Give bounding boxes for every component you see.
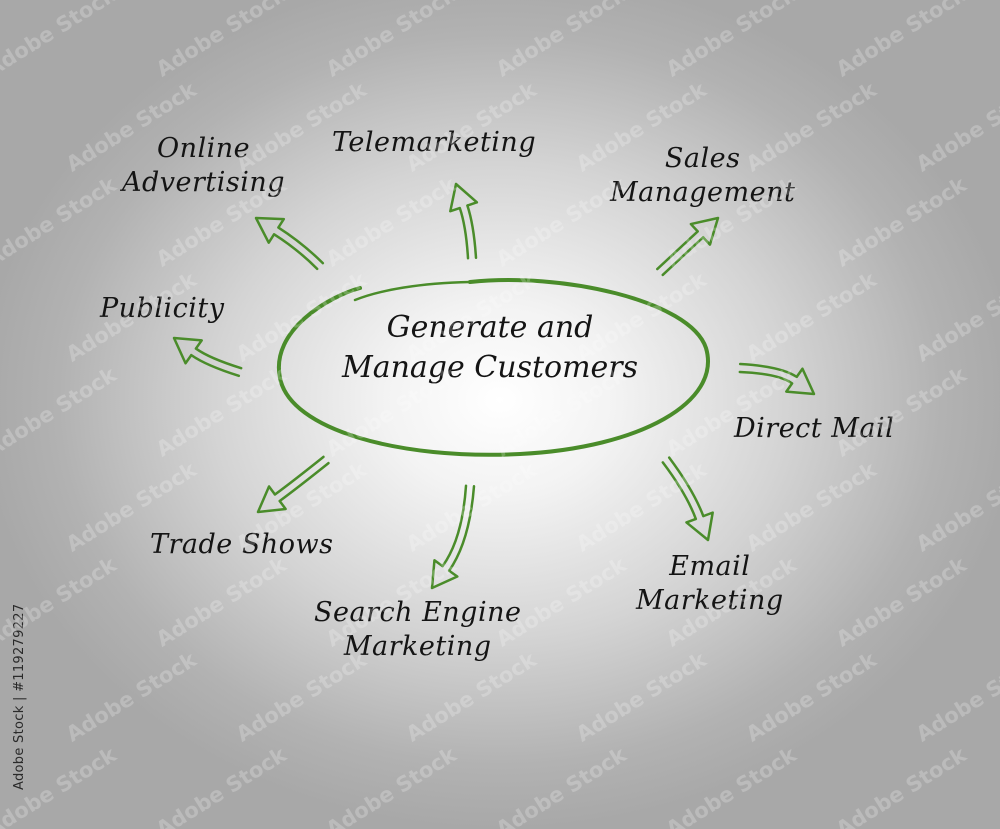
- arrow-sales-management-head: [689, 216, 720, 246]
- center-ellipse: [276, 278, 710, 457]
- arrow-email-marketing-shaft-1: [661, 461, 698, 521]
- node-publicity: Publicity: [100, 292, 224, 326]
- stock-id-stamp: Adobe Stock | #119279227: [12, 603, 27, 790]
- arrow-search-engine-marketing-head: [430, 559, 459, 590]
- node-direct-mail-line-1: Direct Mail: [734, 413, 895, 444]
- center-title-line-2: Manage Customers: [341, 350, 639, 385]
- arrow-trade-shows-head: [256, 485, 287, 514]
- arrow-trade-shows-shaft-2: [278, 461, 330, 503]
- center-title-line-1: Generate and: [386, 310, 594, 345]
- node-email-marketing: Email Marketing: [636, 550, 784, 618]
- node-telemarketing: Telemarketing: [332, 126, 536, 160]
- arrow-search-engine-marketing-shaft-2: [447, 485, 476, 572]
- node-direct-mail: Direct Mail: [734, 412, 894, 446]
- node-trade-shows-line-1: Trade Shows: [150, 529, 334, 560]
- arrow-online-advertising-shaft-1: [277, 226, 325, 265]
- node-trade-shows: Trade Shows: [150, 528, 333, 562]
- arrow-telemarketing-head: [449, 182, 479, 213]
- node-telemarketing-line-1: Telemarketing: [332, 127, 537, 158]
- node-search-engine-marketing-line-2: Marketing: [343, 631, 492, 662]
- arrow-publicity-shaft-2: [190, 353, 241, 378]
- arrow-email-marketing-shaft-2: [667, 456, 705, 518]
- arrow-trade-shows-shaft-1: [273, 455, 325, 496]
- node-online-advertising-line-2: Advertising: [122, 167, 286, 198]
- arrows-group: [172, 182, 816, 590]
- node-search-engine-marketing: Search Engine Marketing: [314, 596, 521, 664]
- arrow-telemarketing-shaft-2: [458, 206, 470, 260]
- arrow-online-advertising-head: [254, 216, 286, 244]
- center-title: Generate and Manage Customers: [270, 308, 710, 388]
- node-sales-management-line-2: Management: [610, 177, 796, 208]
- node-online-advertising-line-1: Online: [156, 133, 251, 164]
- arrow-direct-mail-shaft-1: [738, 370, 794, 385]
- arrow-direct-mail-shaft-2: [738, 362, 798, 379]
- node-online-advertising: Online Advertising: [122, 132, 285, 200]
- node-sales-management-line-1: Sales: [664, 143, 741, 174]
- center-ellipse-tail: [353, 280, 472, 302]
- node-email-marketing-line-2: Marketing: [636, 585, 784, 616]
- node-search-engine-marketing-line-1: Search Engine: [314, 597, 522, 628]
- arrow-search-engine-marketing-shaft-1: [441, 484, 468, 568]
- arrow-sales-management-shaft-1: [661, 236, 705, 277]
- arrow-email-marketing-head: [685, 511, 714, 542]
- node-sales-management: Sales Management: [610, 142, 795, 210]
- arrow-telemarketing-shaft-1: [466, 204, 478, 259]
- arrow-direct-mail-head: [785, 367, 816, 396]
- node-publicity-line-1: Publicity: [100, 293, 225, 324]
- arrow-publicity-shaft-1: [194, 347, 243, 370]
- node-email-marketing-line-1: Email: [669, 551, 751, 582]
- arrow-publicity-head: [172, 336, 203, 365]
- arrow-online-advertising-shaft-2: [272, 233, 319, 271]
- arrow-sales-management-shaft-2: [656, 230, 699, 271]
